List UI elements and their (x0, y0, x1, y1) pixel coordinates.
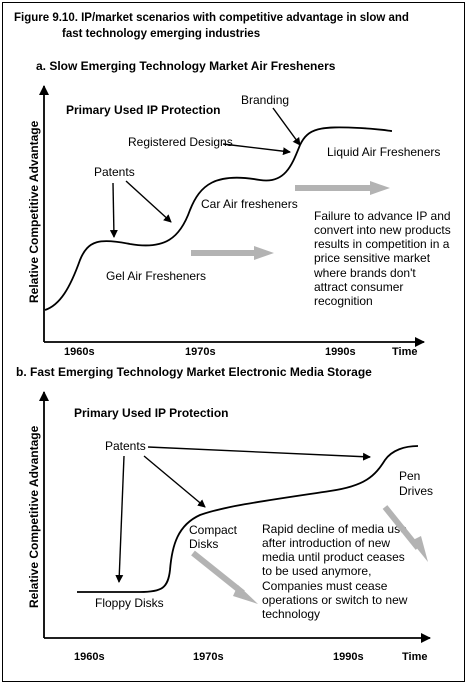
panel-b-note: Rapid decline of media use after introdu… (262, 522, 408, 621)
label-car-air-fresheners: Car Air fresheners (201, 197, 298, 211)
arrow-patents-b-compact (143, 455, 206, 508)
label-patents-a: Patents (94, 165, 135, 179)
panel-a-tick-1970s: 1970s (185, 346, 216, 358)
arrow-registered-designs (222, 143, 291, 156)
arrow-patents-b-long (147, 446, 371, 461)
panel-a-x-axis-label: Time (392, 346, 418, 358)
figure-title-line1: Figure 9.10. IP/market scenarios with co… (14, 12, 409, 24)
panel-b-ip-heading: Primary Used IP Protection (74, 406, 229, 420)
panel-a-tick-1990s: 1990s (325, 346, 356, 358)
label-gel-air-fresheners: Gel Air Fresheners (106, 269, 207, 283)
panel-b-tick-1960s: 1960s (74, 651, 105, 663)
label-compact-line1: Compact (189, 523, 238, 537)
grey-arrow-a-upper-head (370, 181, 390, 195)
label-liquid-air-fresheners: Liquid Air Fresheners (327, 145, 441, 159)
panel-b-title: b. Fast Emerging Technology Market Elect… (16, 365, 372, 379)
panel-a-ip-heading: Primary Used IP Protection (66, 103, 221, 117)
figure-title-line2: fast technology emerging industries (62, 28, 261, 40)
panel-a-curve (44, 126, 393, 311)
panel-a-title: a. Slow Emerging Technology Market Air F… (36, 59, 336, 73)
arrow-patents-b-floppy (115, 455, 125, 583)
arrow-branding-a (272, 107, 301, 146)
panel-a-tick-1960s: 1960s (64, 346, 95, 358)
arrow-patents-a-2 (125, 180, 172, 223)
label-pen-line2: Drives (399, 484, 434, 498)
label-patents-b: Patents (105, 439, 146, 453)
grey-arrow-b-right-head (411, 536, 428, 562)
panel-b-tick-1970s: 1970s (193, 651, 224, 663)
grey-arrow-a-lower-head (254, 246, 274, 260)
panel-b-tick-1990s: 1990s (333, 651, 364, 663)
grey-arrow-b-left-head (233, 585, 258, 604)
grey-arrow-b-left (191, 550, 245, 596)
label-pen-line1: Pen (399, 469, 421, 483)
label-floppy-disks: Floppy Disks (95, 596, 164, 610)
figure-frame (2, 2, 465, 682)
arrow-patents-a-1 (109, 182, 118, 238)
panel-b-x-axis-label: Time (402, 651, 428, 663)
panel-b-curve (77, 445, 419, 593)
label-registered-designs: Registered Designs (128, 135, 233, 149)
label-compact-line2: Disks (189, 537, 219, 551)
label-branding: Branding (241, 93, 290, 107)
panel-a-note: Failure to advance IP and convert into n… (314, 209, 451, 308)
